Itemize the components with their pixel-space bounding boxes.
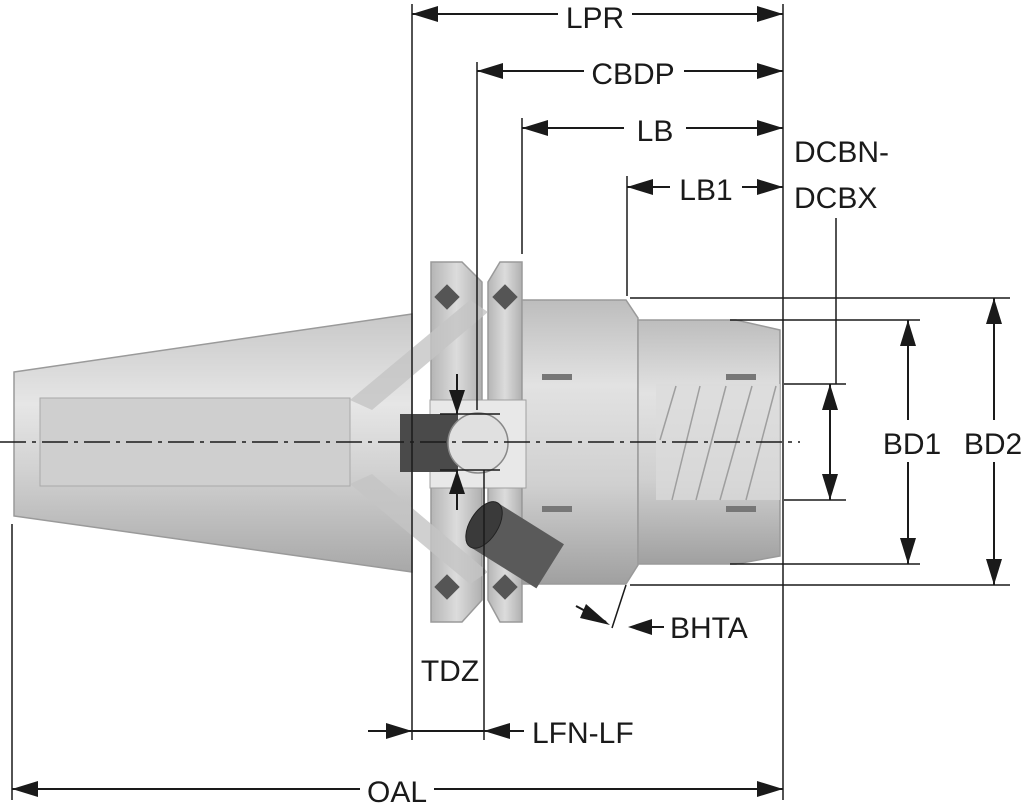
slot-upper-b — [726, 374, 756, 380]
coolant-channel-upper — [350, 300, 488, 410]
label-dcbn: DCBN- — [794, 136, 889, 169]
bore-helix — [659, 385, 777, 501]
slot-lower-b — [726, 506, 756, 512]
label-cbdp: CBDP — [591, 58, 674, 91]
label-lb1: LB1 — [679, 174, 732, 207]
drive-slot-top-left — [434, 284, 460, 310]
set-screw-ball — [447, 412, 509, 474]
coolant-channel-lower — [350, 474, 488, 584]
slot-upper-a — [542, 374, 572, 380]
drive-slot-top-right — [492, 284, 518, 310]
label-lfn-lf: LFN-LF — [532, 717, 634, 750]
label-bhta: BHTA — [670, 612, 748, 645]
tool-body — [0, 261, 800, 623]
drive-slot-bottom-right — [492, 574, 518, 600]
label-bd2: BD2 — [964, 428, 1022, 461]
label-bd1: BD1 — [883, 428, 941, 461]
label-lpr: LPR — [566, 2, 624, 35]
label-tdz: TDZ — [421, 655, 479, 688]
label-lb: LB — [637, 115, 674, 148]
label-oal: OAL — [367, 776, 427, 806]
drive-slot-bottom-left — [434, 574, 460, 600]
label-dcbx: DCBX — [794, 182, 877, 215]
slot-lower-a — [542, 506, 572, 512]
dimensions: LPR CBDP LB LB1 DCBN- DCBX BD1 — [11, 2, 1022, 806]
